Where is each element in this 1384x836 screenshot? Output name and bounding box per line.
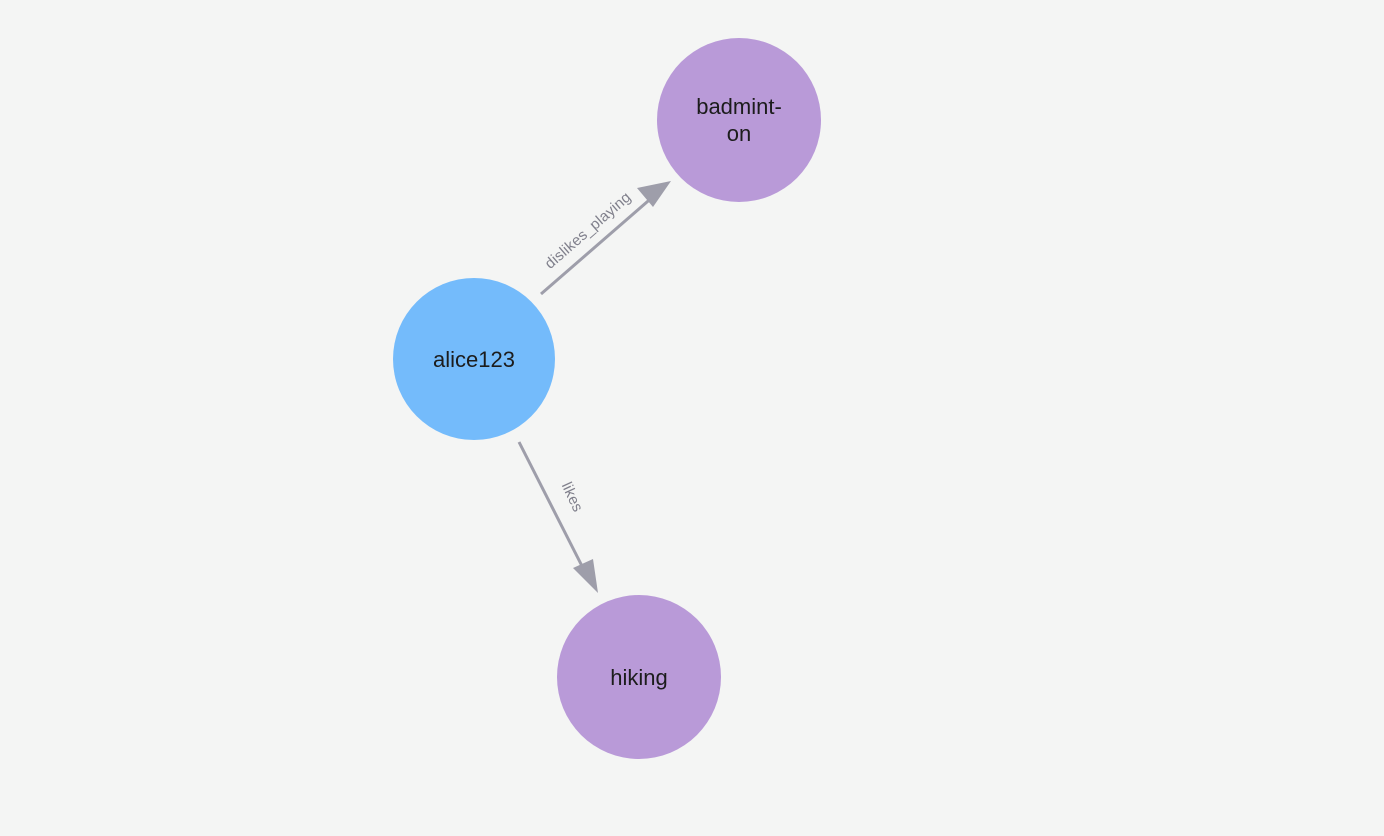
graph-node-label-badminton: badmint- on (696, 94, 782, 146)
graph-node-badminton[interactable]: badmint- on (657, 38, 821, 202)
graph-node-hiking[interactable]: hiking (557, 595, 721, 759)
edge-label-likes: likes (558, 479, 587, 514)
graph-node-label-alice123: alice123 (433, 346, 515, 372)
edge-label-dislikes-playing: dislikes_playing (542, 189, 635, 273)
graph-node-label-hiking: hiking (610, 664, 668, 690)
edge-arrowhead-likes (573, 559, 598, 593)
edge-dislikes-playing[interactable]: dislikes_playing (540, 181, 671, 296)
edge-line-likes (517, 441, 586, 571)
graph-node-alice123[interactable]: alice123 (393, 278, 555, 440)
edge-line-dislikes-playing (540, 193, 656, 296)
edge-arrowhead-dislikes-playing (637, 181, 671, 207)
edge-likes[interactable]: likes (517, 441, 598, 593)
